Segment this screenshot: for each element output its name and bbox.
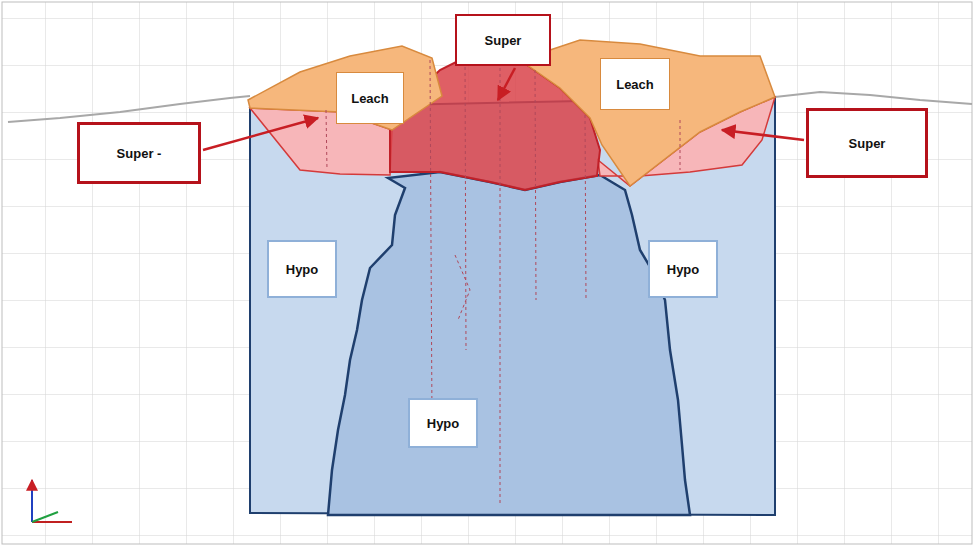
leach-cap (248, 46, 442, 130)
zone-label: Hypo (286, 262, 319, 277)
hypogene-core (328, 172, 690, 515)
leach-label: Leach (336, 72, 404, 124)
leach-cap (520, 40, 775, 186)
leach-label: Leach (600, 58, 670, 110)
leader-arrow (203, 68, 804, 150)
hypogene-label: Hypo (267, 240, 337, 298)
zone-label: Leach (616, 77, 654, 92)
drill-hole (326, 55, 680, 505)
zone-label: Hypo (667, 262, 700, 277)
hypogene-label: Hypo (408, 398, 478, 448)
zone-label: Super (849, 136, 886, 151)
zone-label: Leach (351, 91, 389, 106)
axis-triad (32, 480, 72, 522)
supergene-label: Super (806, 108, 928, 178)
hypogene-label: Hypo (648, 240, 718, 298)
supergene-label: Super (455, 14, 551, 66)
zone-label: Super - (117, 146, 162, 161)
zone-label: Super (485, 33, 522, 48)
supergene-label: Super - (77, 122, 201, 184)
zone-label: Hypo (427, 416, 460, 431)
